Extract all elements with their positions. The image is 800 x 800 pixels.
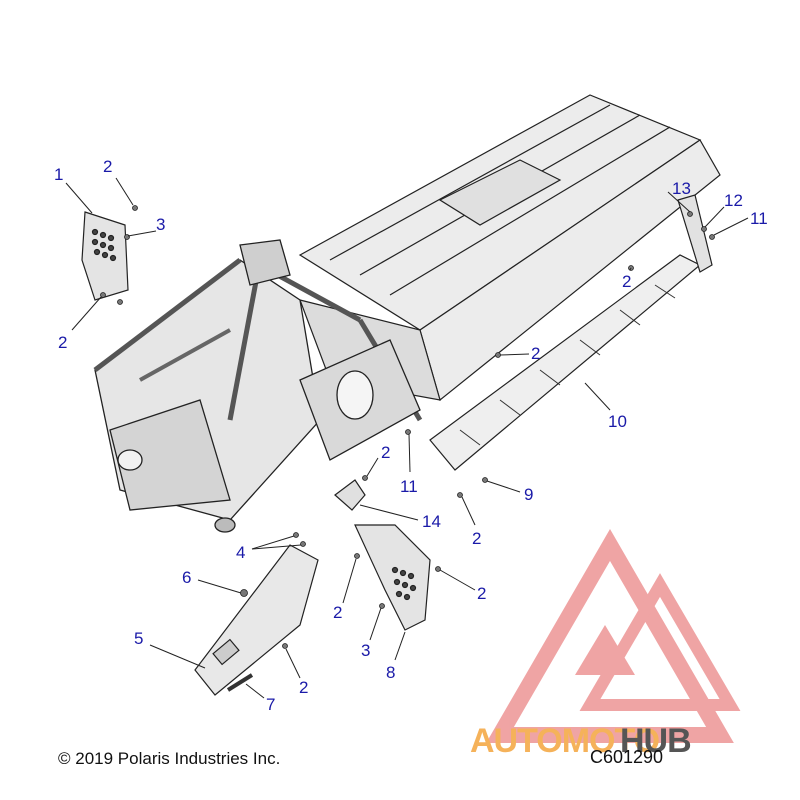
- part-5-lower-panel: [194, 544, 319, 696]
- callout-11: 11: [400, 477, 418, 496]
- callout-7: 7: [266, 695, 276, 714]
- callout-2: 2: [477, 584, 487, 603]
- part-8-grille-side-panel: [354, 524, 431, 631]
- callout-11: 11: [750, 209, 768, 228]
- leader-lines: [65, 177, 749, 699]
- callout-2: 2: [58, 333, 68, 352]
- watermark-logo-icon: [486, 529, 741, 743]
- rear-bracket: [677, 194, 713, 273]
- callout-3: 3: [361, 641, 371, 660]
- callout-6: 6: [182, 568, 192, 587]
- callout-2: 2: [622, 272, 632, 291]
- callout-10: 10: [608, 412, 627, 431]
- callout-2: 2: [299, 678, 309, 697]
- callout-1: 1: [54, 165, 64, 184]
- watermark-brand-text-hub: HUB: [620, 722, 692, 760]
- callout-2: 2: [472, 529, 482, 548]
- callout-5: 5: [134, 629, 144, 648]
- callout-3: 3: [156, 215, 166, 234]
- front-frame: [93, 239, 423, 533]
- part-1-grille-panel: [81, 211, 129, 301]
- watermark-brand-text: AUTOMOTO: [470, 722, 660, 760]
- part-14-bracket: [334, 479, 366, 511]
- callout-9: 9: [524, 485, 534, 504]
- callout-14: 14: [422, 512, 441, 531]
- drawing-id: C601290: [590, 747, 664, 767]
- callout-2: 2: [381, 443, 391, 462]
- callout-4: 4: [236, 543, 246, 562]
- callout-13: 13: [672, 179, 691, 198]
- callout-12: 12: [724, 191, 743, 210]
- callout-2: 2: [531, 344, 541, 363]
- callout-8: 8: [386, 663, 396, 682]
- copyright-notice: © 2019 Polaris Industries Inc.: [58, 749, 281, 768]
- callout-2: 2: [103, 157, 113, 176]
- callout-2: 2: [333, 603, 343, 622]
- part-7-rod: [226, 673, 254, 692]
